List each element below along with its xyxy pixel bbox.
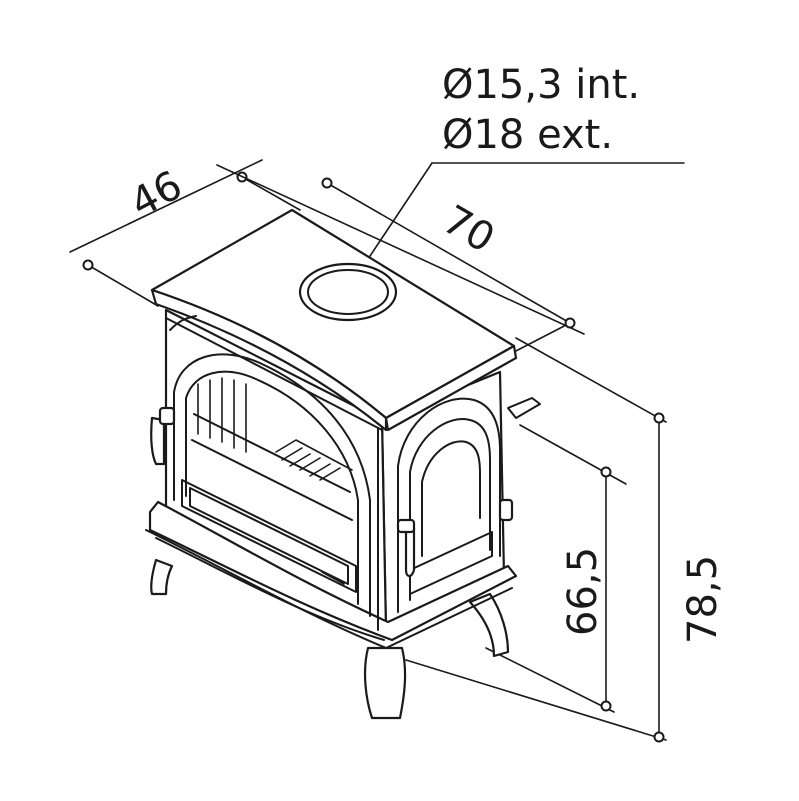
total-height-top-dot [653,412,665,424]
front-door-arch [173,353,371,617]
width-dimension-start-dot [321,177,333,189]
flue-height-label: 66,5 [560,547,606,636]
flue-height-top-dot [600,466,612,478]
stove-rear-right-leg [468,592,510,658]
flue-height-bottom-dot [600,700,612,712]
width-dimension [216,164,585,354]
total-height-dimension [405,337,667,743]
depth-label: 46 [123,162,190,227]
stove-top-rim [150,288,388,432]
flue-leader-line [365,162,685,263]
side-door-arch [397,397,501,613]
flue-internal-diameter-label: Ø15,3 int. [442,62,640,108]
air-vent [507,397,541,419]
flue-external-diameter-label: Ø18 ext. [442,112,613,158]
front-door-handle [150,416,166,466]
width-dimension-end-dot [564,317,576,329]
total-height-bottom-dot [653,731,665,743]
flue-collar [298,262,398,322]
stove-left-leg [150,558,174,596]
total-height-label: 78,5 [680,555,726,644]
stove-drawing [145,208,541,720]
width-label: 70 [435,197,502,262]
stove-front-leg [363,646,407,720]
depth-dimension-start-dot [82,259,94,271]
stove-base [148,500,518,642]
depth-dimension [69,159,301,307]
side-door-handle [404,526,416,578]
flue-height-dimension [485,424,627,713]
